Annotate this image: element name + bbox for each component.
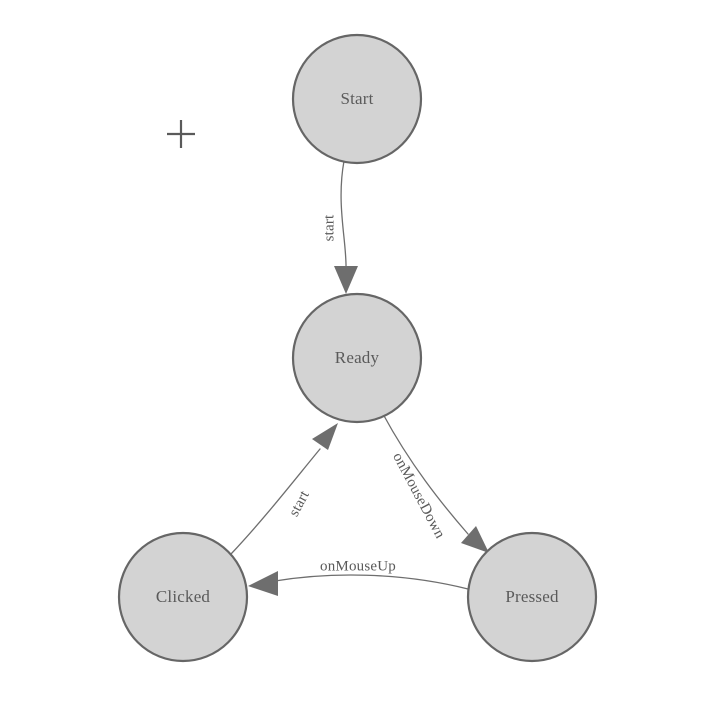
edge-start-to-ready-path [340, 160, 347, 271]
edge-pressed-to-clicked-path [274, 574, 469, 590]
edge-start-to-ready-arrowhead [334, 266, 358, 294]
node-clicked-circle [117, 531, 249, 663]
node-start-circle [291, 33, 423, 165]
plus-marker[interactable] [167, 120, 195, 148]
edge-ready-to-pressed-arrowhead [461, 526, 489, 553]
edge-clicked-to-ready-path [230, 448, 321, 555]
node-clicked-label: Clicked [156, 587, 211, 606]
node-pressed-label: Pressed [505, 587, 559, 606]
node-pressed-circle [466, 531, 598, 663]
node-clicked[interactable]: Clicked [117, 531, 249, 663]
edge-label-ready-to-pressed: onMouseDown [389, 450, 448, 541]
node-ready-circle [291, 292, 423, 424]
node-start-label: Start [340, 89, 373, 108]
node-ready-label: Ready [335, 348, 380, 367]
edge-start-to-ready[interactable] [334, 160, 358, 294]
edge-clicked-to-ready[interactable] [230, 423, 338, 555]
edge-pressed-to-clicked-arrowhead [248, 571, 278, 596]
edge-ready-to-pressed[interactable] [382, 413, 489, 553]
node-start[interactable]: Start [291, 33, 423, 165]
edge-ready-to-pressed-path [382, 413, 469, 535]
edge-label-clicked-to-ready: start [286, 488, 313, 520]
edge-label-pressed-to-clicked: onMouseUp [320, 558, 396, 574]
edge-pressed-to-clicked[interactable] [248, 571, 469, 596]
edge-label-start-to-ready: start [321, 214, 337, 241]
node-pressed[interactable]: Pressed [466, 531, 598, 663]
node-ready[interactable]: Ready [291, 292, 423, 424]
edge-clicked-to-ready-arrowhead [312, 423, 338, 450]
